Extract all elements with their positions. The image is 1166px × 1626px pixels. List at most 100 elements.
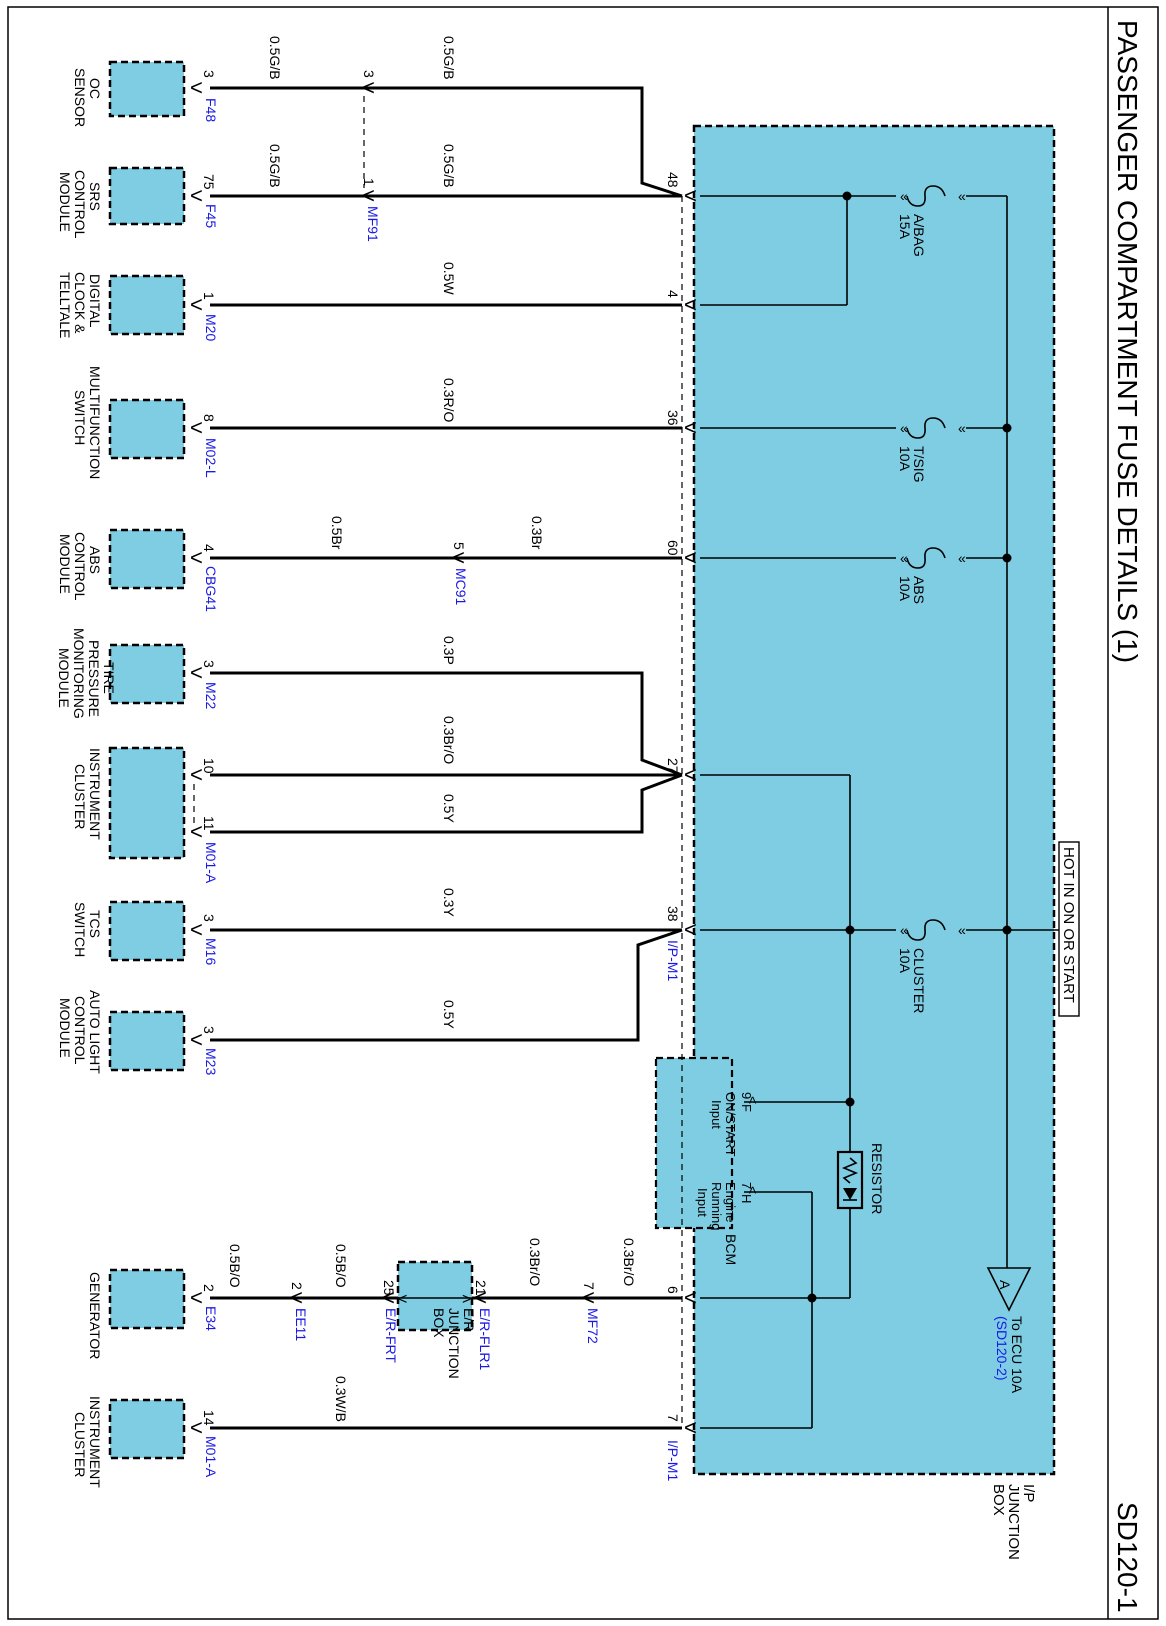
svg-text:<: <: [684, 545, 697, 570]
wire-label-clock: 0.5W: [441, 262, 457, 295]
autolight-pin: 3: [201, 1026, 217, 1034]
cluster2-name-1: INSTRUMENT: [87, 1396, 103, 1488]
cluster-conn: M01-A: [203, 842, 219, 884]
tpms-name-4: MODULE: [56, 648, 72, 708]
svg-text:<: <: [684, 292, 697, 317]
mc91-pin: 5: [451, 542, 467, 550]
wire-label-abs-left: 0.5Br: [329, 516, 345, 550]
svg-text:<: <: [190, 545, 203, 570]
svg-text:<: <: [190, 819, 203, 844]
srs-pin: 75: [201, 174, 217, 190]
srs-conn: F45: [203, 204, 219, 228]
bcm-pin7: 7: [739, 1182, 754, 1189]
tcs-name-2: SWITCH: [72, 902, 88, 957]
svg-text:<: <: [474, 1285, 487, 1310]
srs-name-1: SRS: [87, 182, 103, 211]
wire-label-autolight: 0.5Y: [441, 1000, 457, 1029]
multi-conn: M02-L: [203, 438, 219, 478]
clock-conn: M20: [203, 314, 219, 341]
ee11-pin: 2: [289, 1282, 305, 1290]
jb-pin-6: 6: [665, 1286, 681, 1294]
svg-text:<: <: [362, 183, 375, 208]
svg-text:<: <: [745, 1186, 761, 1194]
fuse-tsig-rating: 10A: [897, 446, 913, 472]
wire-cluster-11: [210, 773, 683, 834]
svg-text:<: <: [190, 917, 203, 942]
clock-name-1: DIGITAL: [87, 274, 103, 328]
svg-text:«: «: [958, 922, 966, 938]
svg-text:«: «: [958, 188, 966, 204]
component-tpms-module: [108, 643, 186, 705]
cluster2-pin: 14: [201, 1410, 217, 1426]
jb-connector-1: I/P-M1: [665, 940, 681, 981]
jb-connector-2: I/P-M1: [665, 1440, 681, 1481]
wire-label-multi: 0.3R/O: [441, 378, 457, 422]
wire-label-oc-left: 0.5G/B: [267, 36, 283, 80]
oc-sensor-conn: F48: [203, 98, 219, 122]
oc-sensor-name-2: SENSOR: [72, 68, 88, 127]
ecu-line2: (SD120-2): [994, 1316, 1010, 1381]
abs-name-1: ABS: [87, 546, 103, 574]
fuse-abag-rating: 15A: [897, 214, 913, 240]
wire-label-cluster11: 0.5Y: [441, 794, 457, 823]
wire-label-srs-left: 0.5G/B: [267, 144, 283, 188]
jb-pin-4: 4: [665, 290, 681, 298]
generator-name: GENERATOR: [87, 1272, 103, 1359]
fuse-abs-rating: 10A: [897, 576, 913, 602]
resistor-label: RESISTOR: [869, 1143, 885, 1214]
svg-text:<: <: [684, 183, 697, 208]
component-auto-light-module: [108, 1010, 186, 1072]
cluster2-conn: M01-A: [203, 1436, 219, 1478]
fuse-abag-name: A/BAG: [911, 214, 927, 257]
autolight-name-2: CONTROL: [72, 996, 88, 1065]
bcm-pin7-text-3: Input: [695, 1188, 710, 1217]
svg-text:<: <: [684, 1415, 697, 1440]
tpms-pin: 3: [201, 660, 217, 668]
clock-name-2: CLOCK &: [72, 272, 88, 334]
er-right-conn: E/R-FLR1: [477, 1308, 493, 1370]
wire-label-oc-right: 0.5G/B: [441, 36, 457, 80]
hot-label-box: [1058, 841, 1080, 1017]
fuse-abs-name: ABS: [911, 576, 927, 604]
bcm-pin7-letter: H: [739, 1194, 754, 1203]
er-name-1: E/R: [461, 1308, 477, 1331]
svg-text:<: <: [190, 415, 203, 440]
srs-name-2: CONTROL: [72, 170, 88, 239]
multi-name-1: MULTIFUNCTION: [87, 366, 103, 479]
svg-text:<: <: [745, 1096, 761, 1104]
page-code: SD120-1: [1112, 1502, 1143, 1613]
er-left-conn: E/R-FRT: [383, 1308, 399, 1363]
component-multifunction-switch: [108, 398, 186, 460]
svg-text:<: <: [190, 660, 203, 685]
component-abs-module: [108, 528, 186, 590]
fuse-cluster-rating: 10A: [897, 948, 913, 974]
fuse-tsig: ««: [700, 417, 1007, 439]
ecu-letter: A: [997, 1280, 1013, 1290]
tpms-name-2: PRESSURE: [86, 640, 102, 717]
autolight-name-3: MODULE: [57, 998, 73, 1058]
junction-box-label-2: JUNCTION: [1005, 1484, 1022, 1560]
jb-pin-chevrons: < < < < < < < <: [684, 183, 697, 1440]
wire-label-gen-left: 0.5B/O: [227, 1244, 243, 1288]
component-digital-clock: [108, 274, 186, 336]
fuse-cluster: ««: [700, 919, 1007, 941]
page-frame: [7, 6, 1159, 1620]
component-oc-sensor: [108, 60, 186, 118]
component-tcs-switch: [108, 900, 186, 962]
abs-name-2: CONTROL: [72, 532, 88, 601]
abs-pin: 4: [201, 544, 217, 552]
tcs-name-1: TCS: [87, 910, 103, 938]
svg-text:<: <: [684, 762, 697, 787]
mf91-pin-top: 3: [361, 70, 377, 78]
component-generator: [108, 1268, 186, 1330]
oc-sensor-name-1: OC: [87, 78, 103, 99]
bcm-pin7-text-1: Engine: [723, 1182, 738, 1222]
svg-text:<: <: [582, 1285, 595, 1310]
mf72-label: MF72: [585, 1308, 601, 1344]
jb-pin-38: 38: [665, 906, 681, 922]
svg-text:«: «: [958, 550, 966, 566]
jb-pin-7: 7: [665, 1414, 681, 1422]
bcm-pin9-text-2: Input: [709, 1100, 724, 1129]
hot-label: HOT IN ON OR START: [1060, 847, 1077, 1003]
